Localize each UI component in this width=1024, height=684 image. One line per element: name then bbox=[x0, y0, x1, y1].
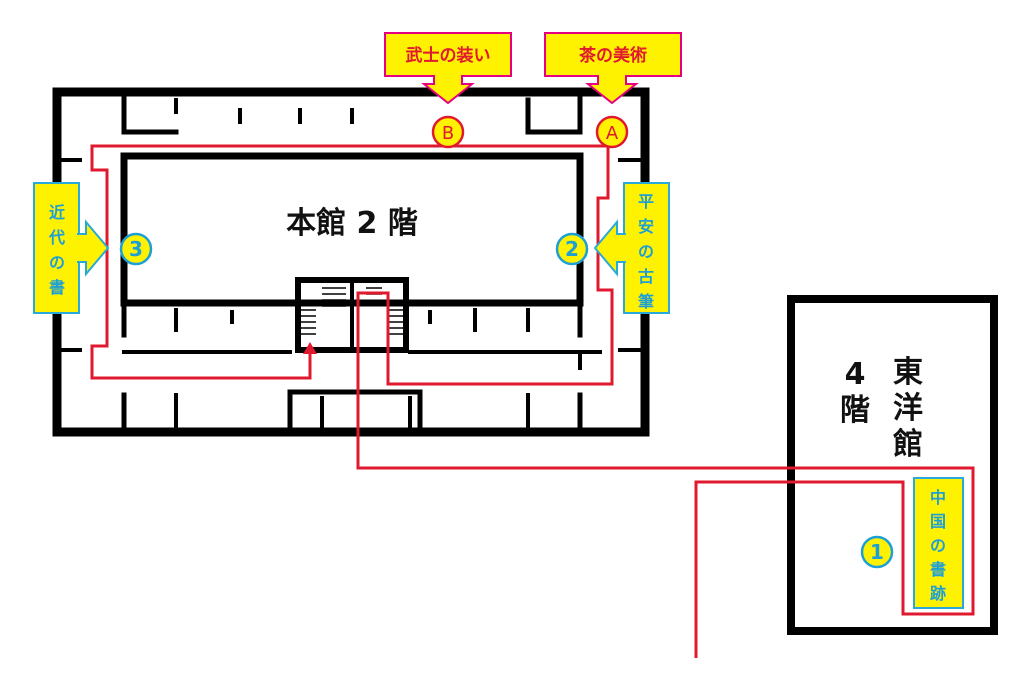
callout-b-box bbox=[384, 32, 512, 77]
marker-b-label: B bbox=[442, 123, 454, 144]
callout-3[interactable]: 近 代 の 書 bbox=[33, 182, 110, 314]
callout-2-char-4: 古 bbox=[638, 267, 654, 286]
callout-3-char-2: 代 bbox=[48, 228, 65, 247]
toyokan-name-char-2: 洋 bbox=[893, 391, 923, 426]
callout-1-char-4: 書 bbox=[930, 560, 946, 579]
marker-2-label: 2 bbox=[565, 237, 579, 261]
marker-1-label: 1 bbox=[870, 540, 884, 564]
callout-2-char-2: 安 bbox=[638, 217, 654, 236]
toyokan-floor-char-1: 4 bbox=[845, 357, 866, 392]
callout-2[interactable]: 平 安 の 古 筆 bbox=[593, 182, 670, 314]
toyokan-labels: 東 洋 館 4 階 bbox=[840, 355, 923, 462]
callout-2-box bbox=[623, 182, 670, 314]
marker-1[interactable]: 1 bbox=[860, 535, 894, 569]
route bbox=[90, 144, 975, 658]
callout-b-arrow bbox=[421, 75, 475, 105]
callout-3-arrow bbox=[77, 219, 110, 277]
callout-1-char-2: 国 bbox=[930, 512, 946, 531]
callout-3-char-1: 近 bbox=[49, 203, 65, 222]
toyokan-floor-char-2: 階 bbox=[840, 393, 870, 428]
toyokan-name-char-1: 東 bbox=[893, 355, 923, 390]
callout-2-char-3: の bbox=[638, 242, 654, 261]
callout-2-char-1: 平 bbox=[638, 192, 654, 211]
callout-3-char-4: 書 bbox=[49, 278, 65, 297]
callout-1-char-3: の bbox=[930, 536, 946, 555]
marker-3-label: 3 bbox=[129, 237, 143, 261]
toyokan-wall bbox=[787, 295, 998, 635]
route-path-main bbox=[90, 144, 975, 658]
callout-1[interactable]: 中 国 の 書 跡 bbox=[913, 477, 964, 609]
honkan-floor-label: 本館 2 階 bbox=[286, 206, 418, 241]
callout-1-char-5: 跡 bbox=[930, 584, 946, 603]
callout-1-box bbox=[913, 477, 964, 609]
marker-2[interactable]: 2 bbox=[555, 232, 589, 266]
marker-b[interactable]: B bbox=[431, 115, 465, 149]
callout-a-label: 茶の美術 bbox=[579, 45, 647, 66]
toyokan-name-char-3: 館 bbox=[893, 427, 923, 462]
marker-a[interactable]: A bbox=[595, 115, 629, 149]
callout-b-label: 武士の装い bbox=[406, 45, 491, 66]
stair-treads bbox=[300, 287, 404, 335]
callout-b[interactable]: 武士の装い bbox=[384, 32, 512, 105]
callout-a[interactable]: 茶の美術 bbox=[544, 32, 682, 105]
callout-1-char-1: 中 bbox=[930, 488, 946, 507]
entrance-hall bbox=[287, 389, 423, 435]
callout-2-char-5: 筆 bbox=[638, 292, 654, 311]
route-end-arrow bbox=[303, 342, 317, 354]
callout-3-char-3: の bbox=[49, 253, 65, 272]
marker-3[interactable]: 3 bbox=[119, 232, 153, 266]
callout-a-arrow bbox=[585, 75, 639, 105]
callout-2-arrow bbox=[593, 219, 626, 277]
marker-a-label: A bbox=[606, 123, 619, 144]
